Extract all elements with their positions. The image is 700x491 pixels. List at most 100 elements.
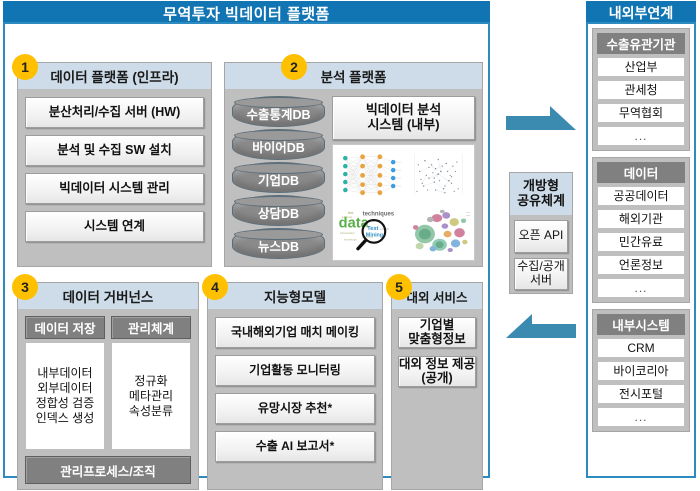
list-item[interactable]: 전시포털 [597,384,685,404]
list-item[interactable]: 무역협회 [597,103,685,123]
database-label: 수출통계DB [246,107,311,122]
governance-line: 정합성 검증 [35,396,95,410]
governance-line: 속성분류 [128,403,174,418]
list-item[interactable]: 빅데이터 시스템 관리 [25,173,204,204]
list-item-more[interactable]: ... [597,126,685,146]
panel-5-body: 기업별 맞춤형정보 대외 정보 제공 (공개) [392,309,482,395]
group-head: 내부시스템 [597,314,685,335]
list-item[interactable]: 기업별 맞춤형정보 [398,317,476,348]
database-cylinder[interactable]: 바이어DB [232,129,325,160]
list-item[interactable]: 언론정보 [597,255,685,275]
page-title: 무역투자 빅데이터 플랫폼 [3,1,490,25]
list-item[interactable]: CRM [597,338,685,358]
badge-1: 1 [12,54,38,80]
analysis-title-line2: 시스템 (내부) [367,117,440,132]
governance-line: 인덱스 생성 [35,411,95,425]
governance-footer[interactable]: 관리프로세스/조직 [25,456,191,484]
database-label: 바이어DB [252,140,305,155]
right-column-title-text: 내외부연계 [608,5,674,21]
database-label: 상담DB [257,206,300,221]
panel-intelligent-model[interactable]: 지능형모델 국내해외기업 매치 메이킹 기업활동 모니터링 유망시장 추천* 수… [207,282,383,490]
svg-text:information: information [340,231,355,235]
analysis-thumbnails: data techniques text analysis mining inf… [332,144,475,261]
panel-1-title: 데이터 플랫폼 (인프라) [18,63,211,89]
badge-2-text: 2 [290,59,298,75]
governance-head[interactable]: 데이터 저장 [25,316,105,339]
panel-data-governance[interactable]: 데이터 거버넌스 데이터 저장 내부데이터 외부데이터 정합성 검증 인덱스 생… [17,282,199,490]
list-item[interactable]: 수출 AI 보고서* [215,431,375,462]
governance-columns: 데이터 저장 내부데이터 외부데이터 정합성 검증 인덱스 생성 관리체계 [25,316,191,450]
panel-data-platform[interactable]: 데이터 플랫폼 (인프라) 분산처리/수집 서버 (HW) 분석 및 수집 SW… [17,62,212,267]
list-item[interactable]: 시스템 연계 [25,211,204,242]
analysis-system-column: 빅데이터 분석 시스템 (내부) [332,96,475,261]
neural-network-diagram-icon [336,148,403,202]
list-item[interactable]: 기업활동 모니터링 [215,355,375,386]
list-item-more[interactable]: ... [597,407,685,427]
panel-analysis-platform[interactable]: 분석 플랫폼 수출통계DB 바이어DB 기업DB 상담DB 뉴스DB 빅데이터 … [224,62,483,267]
open-share-system-box[interactable]: 개방형 공유체계 오픈 API 수집/공개 서버 [509,172,573,294]
database-cylinder[interactable]: 기업DB [232,162,325,193]
cluster-bubble-plot-icon [404,203,471,257]
governance-body[interactable]: 정규화 메타관리 속성분류 [111,342,191,450]
governance-line: 정규화 [134,373,168,388]
list-item[interactable]: 수집/공개 서버 [514,257,568,290]
svg-text:knowledge: knowledge [344,237,357,241]
group-data-sources[interactable]: 데이터 공공데이터 해외기관 민간유료 언론정보 ... [592,157,690,303]
governance-line: 외부데이터 [37,381,93,395]
external-internal-linkage: 수출유관기관 산업부 관세청 무역협회 ... 데이터 공공데이터 해외기관 민… [586,22,696,478]
governance-column-storage: 데이터 저장 내부데이터 외부데이터 정합성 검증 인덱스 생성 [25,316,105,450]
list-item[interactable]: 분석 및 수집 SW 설치 [25,135,204,166]
panel-2-body: 수출통계DB 바이어DB 기업DB 상담DB 뉴스DB 빅데이터 분석 시스템 … [225,89,482,268]
share-title-line2: 공유체계 [517,193,565,208]
list-item-line1: 기업별 [419,318,455,332]
panel-1-body: 분산처리/수집 서버 (HW) 분석 및 수집 SW 설치 빅데이터 시스템 관… [18,89,211,250]
arrow-left-icon [506,312,576,352]
badge-4-text: 4 [211,279,219,295]
svg-text:analysis: analysis [341,215,352,219]
list-item[interactable]: 바이코리아 [597,361,685,381]
list-item[interactable]: 민간유료 [597,232,685,252]
list-item[interactable]: 분산처리/수집 서버 (HW) [25,97,204,128]
database-cylinder[interactable]: 수출통계DB [232,96,325,127]
list-item-more[interactable]: ... [597,278,685,298]
group-export-agencies[interactable]: 수출유관기관 산업부 관세청 무역협회 ... [592,28,690,151]
database-label: 뉴스DB [257,239,300,254]
list-item[interactable]: 대외 정보 제공 (공개) [398,355,476,387]
list-item-line1: 대외 정보 제공 [399,356,475,371]
governance-column-management: 관리체계 정규화 메타관리 속성분류 [111,316,191,450]
database-cylinder[interactable]: 상담DB [232,195,325,226]
list-item[interactable]: 공공데이터 [597,186,685,206]
database-label: 기업DB [257,173,300,188]
text-mining-wordcloud-icon: data techniques text analysis mining inf… [336,203,403,257]
governance-head[interactable]: 관리체계 [111,316,191,339]
svg-text:text: text [348,211,353,215]
share-title: 개방형 공유체계 [510,173,572,215]
list-item[interactable]: 유망시장 추천* [215,393,375,424]
list-item[interactable]: 오픈 API [514,220,568,253]
analysis-system-title[interactable]: 빅데이터 분석 시스템 (내부) [332,96,475,140]
share-title-line1: 개방형 [523,178,559,194]
group-head: 데이터 [597,162,685,183]
list-item-line2: (공개) [421,371,453,386]
database-cylinder[interactable]: 뉴스DB [232,228,325,259]
page-title-text: 무역투자 빅데이터 플랫폼 [163,5,330,23]
panel-3-body: 데이터 저장 내부데이터 외부데이터 정합성 검증 인덱스 생성 관리체계 [18,309,198,491]
group-internal-systems[interactable]: 내부시스템 CRM 바이코리아 전시포털 ... [592,309,690,432]
badge-3-text: 3 [21,279,29,295]
badge-2: 2 [281,54,307,80]
list-item[interactable]: 해외기관 [597,209,685,229]
governance-line: 메타관리 [128,388,174,403]
svg-text:Text: Text [367,226,378,232]
svg-text:data: data [339,215,370,231]
arrow-right-icon [506,104,576,144]
analysis-title-line1: 빅데이터 분석 [365,102,442,118]
group-head: 수출유관기관 [597,33,685,54]
right-column-title: 내외부연계 [586,1,696,25]
governance-body[interactable]: 내부데이터 외부데이터 정합성 검증 인덱스 생성 [25,342,105,450]
list-item[interactable]: 관세청 [597,80,685,100]
badge-1-text: 1 [21,59,29,75]
panel-external-service[interactable]: 대외 서비스 기업별 맞춤형정보 대외 정보 제공 (공개) [391,282,483,490]
panel-4-title: 지능형모델 [208,283,382,309]
list-item[interactable]: 국내해외기업 매치 메이킹 [215,317,375,348]
list-item[interactable]: 산업부 [597,57,685,77]
